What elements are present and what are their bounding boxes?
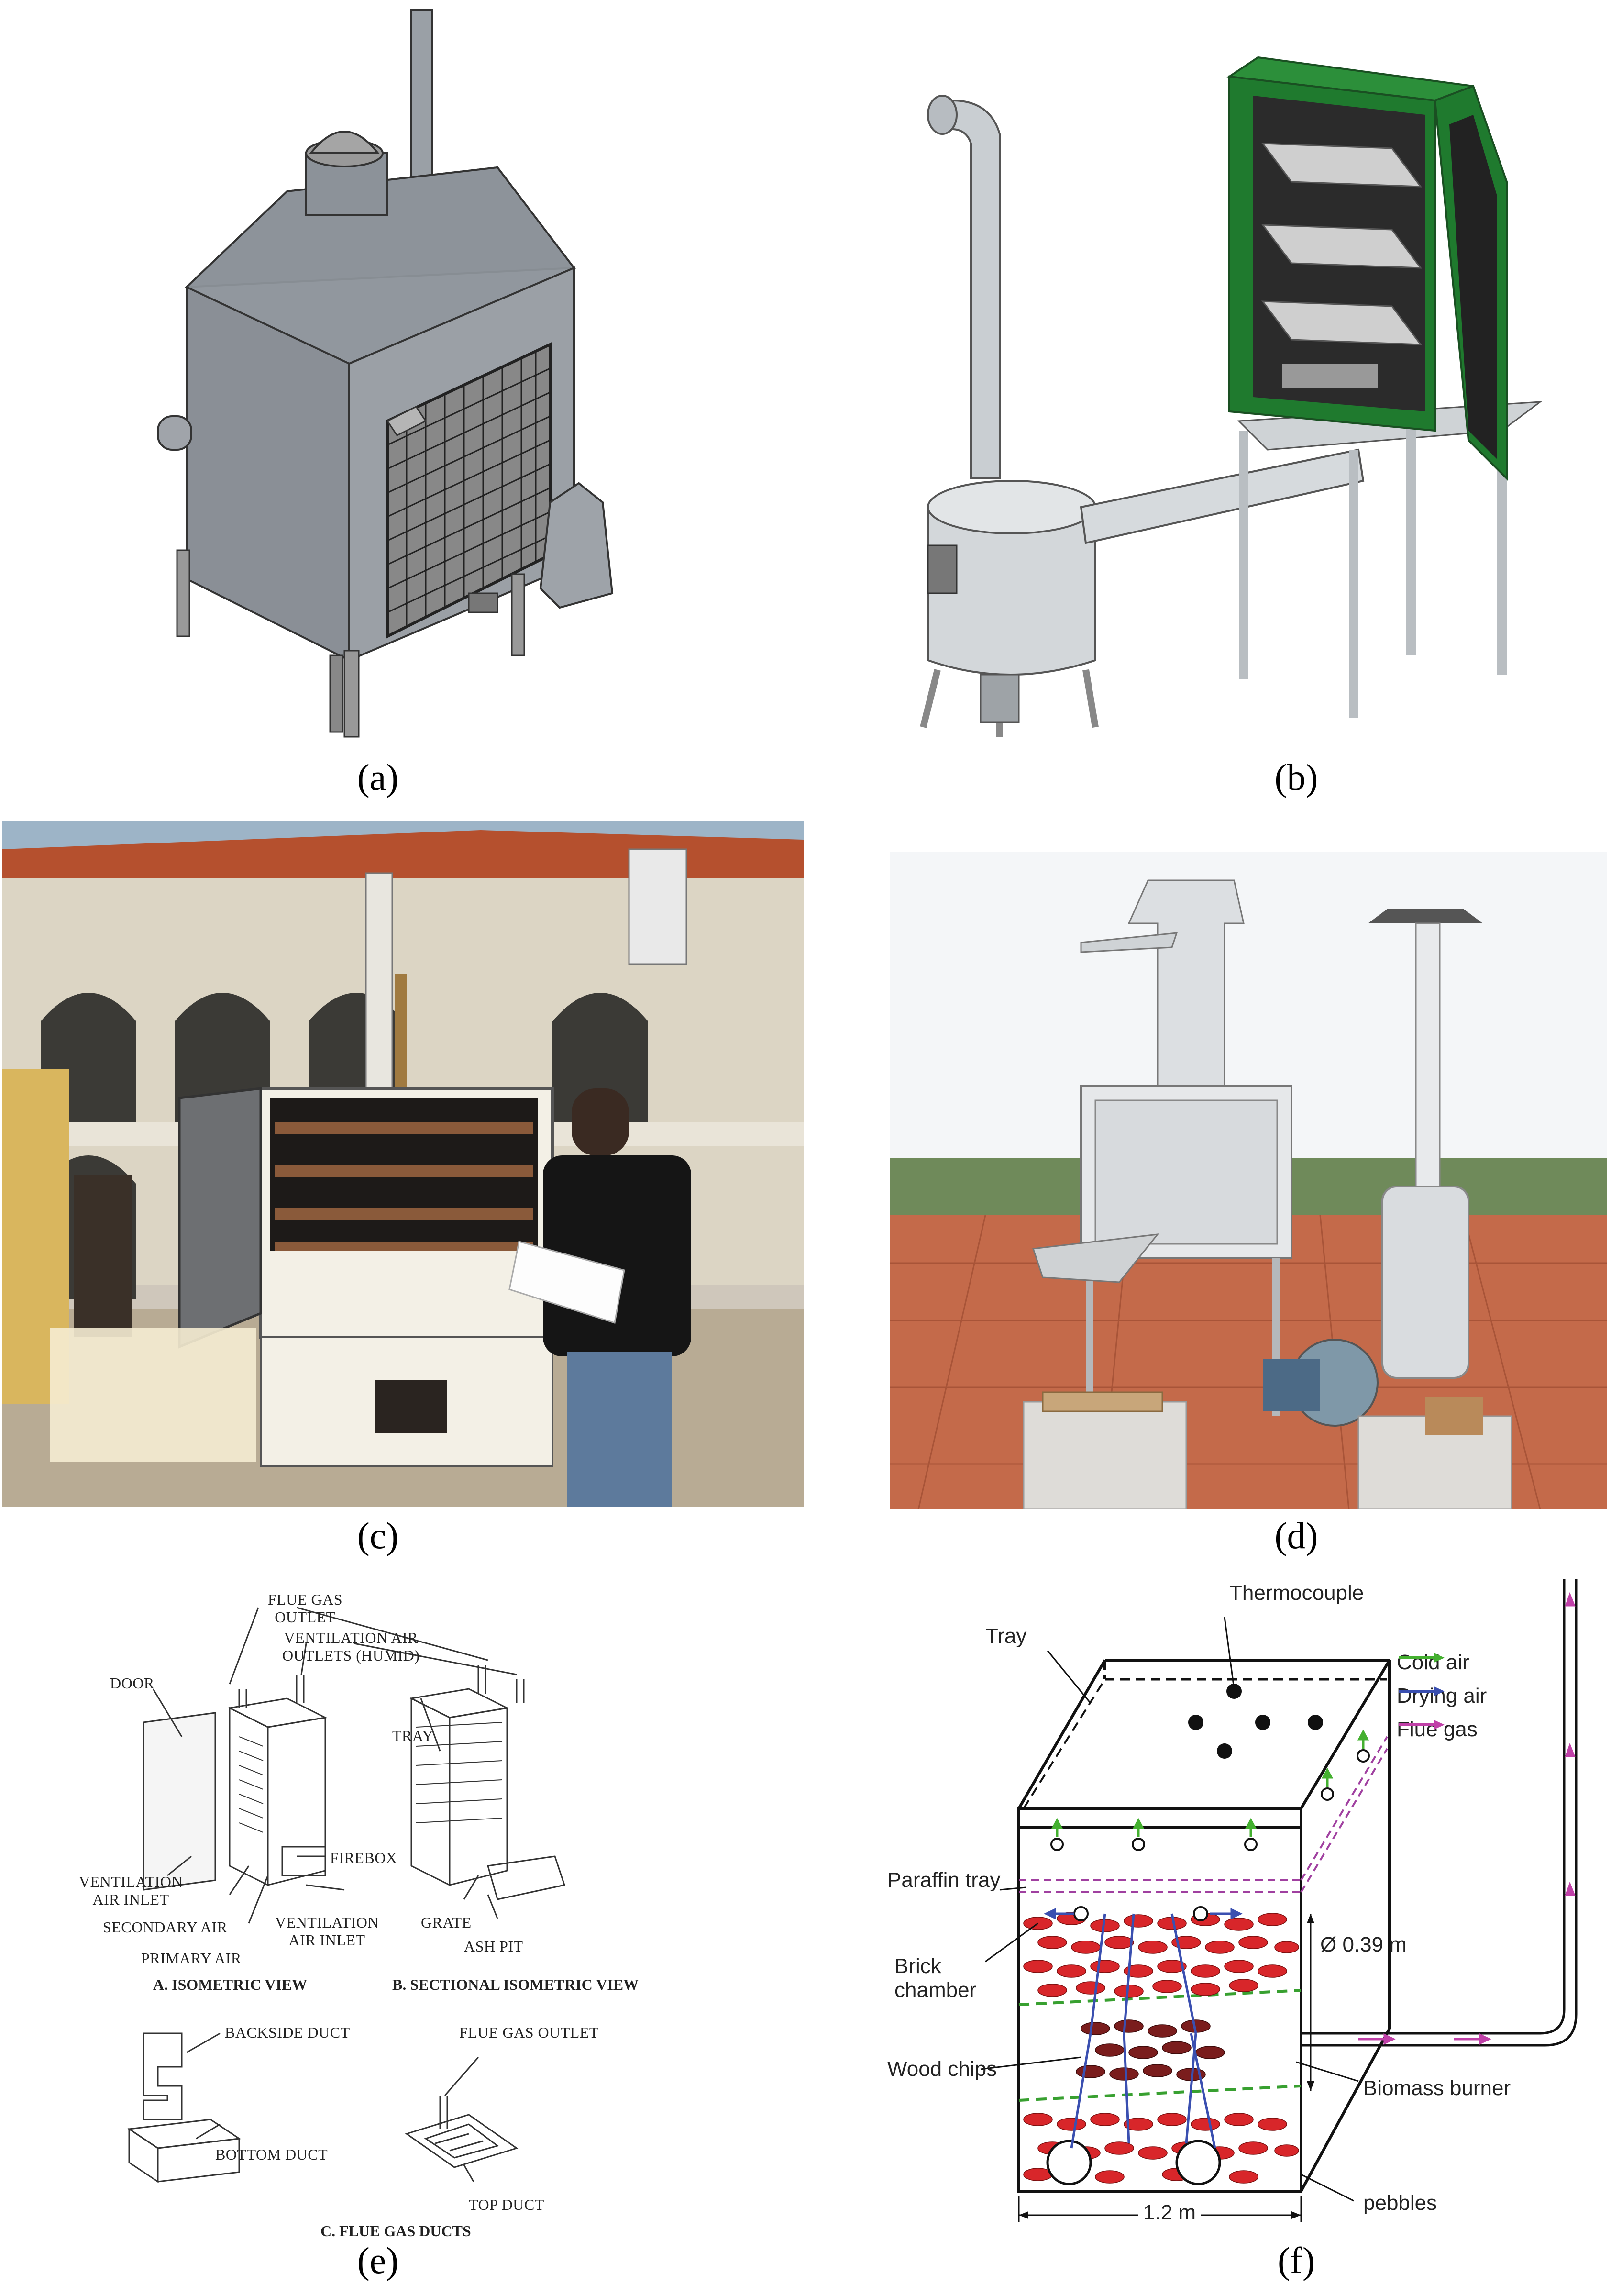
label-width: 1.2 m — [1138, 2201, 1201, 2225]
label-flue-gas-outlet: FLUE GAS OUTLET — [268, 1591, 343, 1626]
label-primary-air: PRIMARY AIR — [141, 1950, 242, 1967]
panel-d-photo — [890, 852, 1607, 1509]
label-grate: GRATE — [421, 1914, 472, 1931]
label-thermocouple: Thermocouple — [1229, 1581, 1364, 1605]
field-dryer-photo — [2, 821, 804, 1507]
caption-a: (a) — [357, 756, 399, 798]
label-brick-chamber: Brick chamber — [894, 1954, 977, 2002]
panel-c-photo — [2, 821, 804, 1507]
green-arrow-icon — [1399, 1653, 1445, 1663]
label-tray: TRAY — [392, 1727, 434, 1744]
title-isometric-view: A. ISOMETRIC VIEW — [153, 1976, 308, 1993]
magenta-arrow-icon — [1399, 1720, 1445, 1730]
panel-e-technical-drawing: FLUE GAS OUTLET VENTILATION AIR OUTLETS … — [57, 1579, 679, 2268]
label-top-duct: TOP DUCT — [469, 2196, 544, 2213]
caption-d: (d) — [1274, 1515, 1318, 1556]
dryer-render-a-illustration — [157, 9, 614, 738]
label-ash-pit: ASH PIT — [464, 1938, 523, 1955]
legend-drying-air: Drying air — [1397, 1684, 1487, 1708]
blue-arrow-icon — [1399, 1686, 1445, 1696]
label-ventilation-air-outlets: VENTILATION AIR OUTLETS (HUMID) — [282, 1629, 420, 1664]
legend-cold-air-label: Cold air — [1397, 1651, 1469, 1674]
label-wood-chips: Wood chips — [887, 2057, 997, 2081]
label-backside-duct: BACKSIDE DUCT — [225, 2024, 350, 2041]
panel-b-dryer-render — [871, 48, 1617, 742]
legend-cold-air: Cold air — [1397, 1651, 1469, 1675]
label-firebox: FIREBOX — [330, 1849, 397, 1866]
caption-f: (f) — [1278, 2240, 1315, 2281]
label-door: DOOR — [110, 1675, 154, 1692]
label-bottom-duct: BOTTOM DUCT — [215, 2146, 328, 2163]
legend-flue-gas: Flue gas — [1397, 1718, 1478, 1741]
panel-f-schematic: Thermocouple Tray Paraffin tray Brick ch… — [880, 1579, 1617, 2258]
label-flue-gas-outlet-duct: FLUE GAS OUTLET — [459, 2024, 599, 2041]
panel-a-dryer-render — [120, 0, 646, 746]
caption-e: (e) — [357, 2240, 399, 2281]
label-diameter: Ø 0.39 m — [1320, 1933, 1407, 1956]
label-secondary-air: SECONDARY AIR — [103, 1919, 228, 1936]
label-ventilation-air-inlet-right: VENTILATION AIR INLET — [275, 1914, 379, 1949]
legend-drying-air-label: Drying air — [1397, 1684, 1487, 1708]
title-flue-gas-ducts: C. FLUE GAS DUCTS — [320, 2222, 471, 2240]
caption-b: (b) — [1274, 756, 1318, 798]
label-biomass-burner: Biomass burner — [1363, 2076, 1511, 2100]
label-paraffin-tray: Paraffin tray — [887, 1868, 1001, 1892]
label-pebbles: pebbles — [1363, 2191, 1437, 2215]
rooftop-dryer-photo — [890, 852, 1607, 1509]
dryer-render-b-illustration — [920, 56, 1543, 737]
label-tray: Tray — [985, 1624, 1027, 1648]
title-sectional-view: B. SECTIONAL ISOMETRIC VIEW — [392, 1976, 639, 1993]
flue-gas-dryer-drawing — [127, 1607, 565, 2183]
biomass-dryer-schematic — [980, 1579, 1578, 2222]
caption-c: (c) — [357, 1515, 399, 1556]
label-ventilation-air-inlet-left: VENTILATION AIR INLET — [79, 1873, 183, 1908]
